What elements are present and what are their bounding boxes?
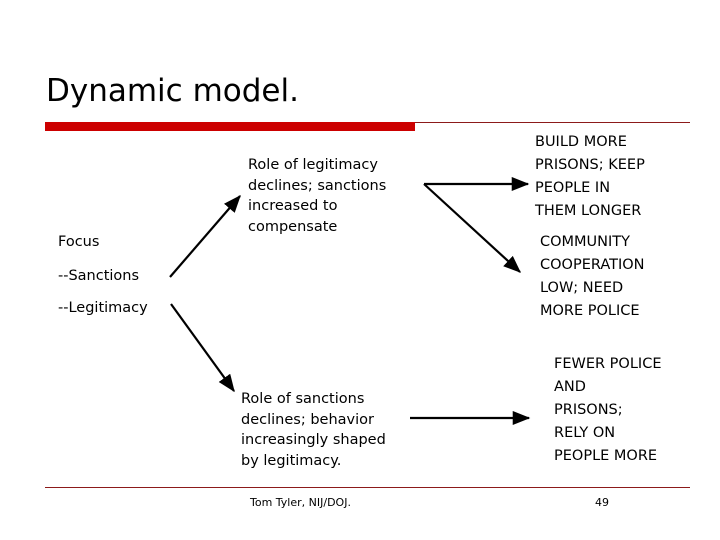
text-block-legitimacy-declines: Role of legitimacy declines; sanctions i… xyxy=(248,157,387,235)
text-block-community-cooperation-low: COMMUNITY COOPERATION LOW; NEED MORE POL… xyxy=(540,234,645,319)
arrow-sanctions-to-legitimacy-declines xyxy=(169,195,241,278)
focus-heading: Focus xyxy=(58,234,100,250)
text-block-sanctions-declines: Role of sanctions declines; behavior inc… xyxy=(241,391,386,469)
page-number: 49 xyxy=(595,496,609,509)
footer-rule xyxy=(45,487,690,488)
list-item-sanctions: --Sanctions xyxy=(58,268,140,284)
arrow-legitimacy-to-sanctions-declines xyxy=(170,303,235,393)
header-accent-bar xyxy=(45,122,415,131)
text-block-fewer-police-and-prisons: FEWER POLICE AND PRISONS; RELY ON PEOPLE… xyxy=(554,356,662,464)
arrow-legitimacy-declines-to-community-cooperation xyxy=(423,183,521,273)
text-block-build-more-prisons: BUILD MORE PRISONS; KEEP PEOPLE IN THEM … xyxy=(535,134,645,219)
list-item-legitimacy: --Legitimacy xyxy=(58,300,148,316)
footer-credit: Tom Tyler, NIJ/DOJ. xyxy=(250,496,351,509)
page-title: Dynamic model. xyxy=(46,73,299,109)
